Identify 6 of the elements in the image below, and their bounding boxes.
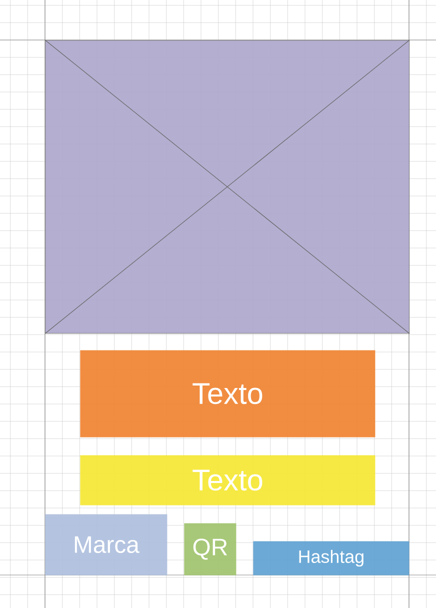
hashtag-block: Hashtag [253,541,410,576]
text-block: Texto [80,350,376,438]
qr-block: QR [184,523,236,576]
text-block: Texto [80,455,376,506]
image-placeholder [44,40,410,334]
brand-block: Marca [45,514,168,576]
